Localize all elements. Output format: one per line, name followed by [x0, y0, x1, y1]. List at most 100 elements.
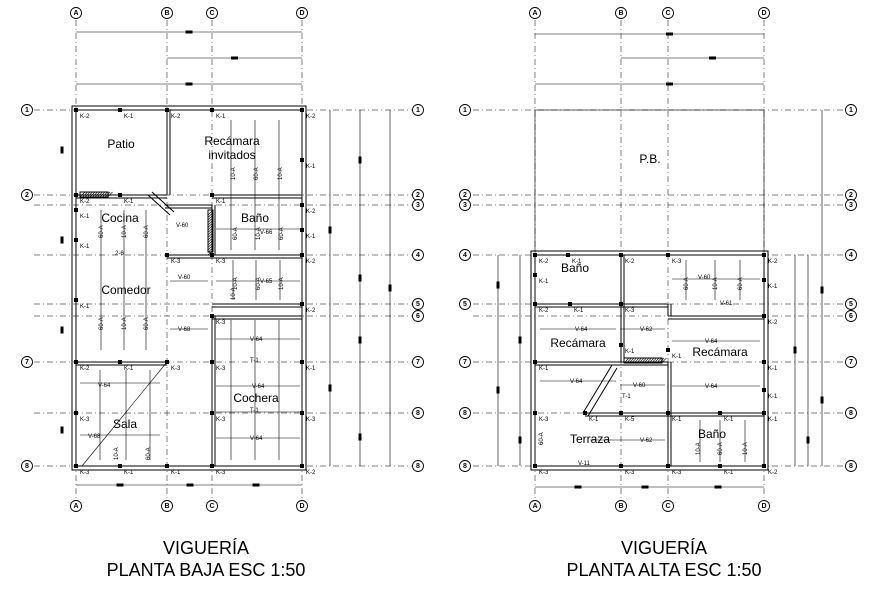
axis-bubble-circle: [412, 356, 424, 368]
hatch-stroke: [207, 212, 214, 218]
axis-bubble: C: [662, 500, 674, 512]
axis-bubble-label: 2: [463, 192, 467, 199]
dimension-tick: [496, 386, 500, 394]
room-label-bano: Baño: [241, 211, 269, 225]
axis-bubble-label: 7: [463, 359, 467, 366]
column-mark: [165, 108, 169, 112]
axis-bubble: 2: [412, 189, 424, 201]
beam-label: V-64: [98, 383, 111, 389]
hatch-stroke: [661, 357, 667, 364]
axis-bubble-label: 2: [25, 192, 29, 199]
axis-bubble-label: A: [532, 10, 537, 17]
stair-line: [582, 364, 613, 414]
column-mark: [210, 314, 214, 318]
outer-wall-inner: [75, 109, 303, 467]
joist-label: 10-A: [713, 277, 719, 290]
column-mark: [300, 464, 304, 468]
column-label: K-1: [306, 164, 316, 170]
axis-bubble-circle: [412, 249, 424, 261]
hatch-stroke: [89, 191, 96, 198]
joist-label: 60-A: [254, 167, 260, 180]
axis-bubble-label: 5: [849, 301, 853, 308]
hatch-stroke: [656, 357, 662, 364]
dimension-tick: [358, 433, 362, 441]
hatch-stroke: [651, 357, 657, 364]
dimension-tick: [806, 436, 810, 444]
column-mark: [300, 108, 304, 112]
beam-label: V-64: [705, 339, 718, 345]
joist-label: 60-A: [144, 317, 150, 330]
beam-label: T-1: [250, 358, 259, 364]
axis-bubble: 3: [459, 199, 471, 211]
column-mark: [762, 388, 766, 392]
room-label-bano: Baño: [561, 261, 589, 275]
axis-bubble: 7: [412, 356, 424, 368]
hatch-stroke: [99, 191, 106, 198]
column-mark: [300, 228, 304, 232]
column-mark: [619, 302, 623, 306]
hatched-wall: [79, 191, 113, 198]
axis-bubble-label: C: [665, 10, 670, 17]
hatch-stroke: [207, 237, 214, 243]
axis-bubble-label: 4: [416, 252, 420, 259]
axis-bubble: 8: [21, 460, 33, 472]
column-label: K-3: [539, 417, 549, 423]
hatch-stroke: [638, 357, 645, 364]
axis-bubble-circle: [206, 7, 218, 19]
joist-label: 10-A: [256, 227, 262, 240]
axis-bubble: 8: [845, 407, 857, 419]
column-label: K-1: [574, 308, 584, 314]
column-label: K-1: [124, 114, 134, 120]
column-label: K-1: [589, 417, 599, 423]
column-mark: [74, 108, 78, 112]
column-mark: [210, 464, 214, 468]
column-mark: [533, 464, 537, 468]
axis-bubble-circle: [296, 7, 308, 19]
dimension-tick: [185, 82, 193, 86]
joist-label: 10-A: [278, 167, 284, 180]
axis-bubble-label: A: [532, 503, 537, 510]
column-mark: [300, 302, 304, 306]
column-mark: [666, 253, 670, 257]
column-mark: [300, 253, 304, 257]
hatch-stroke: [623, 357, 630, 364]
axis-bubble: 7: [21, 356, 33, 368]
hatched-wall: [207, 209, 214, 256]
hatch-stroke: [79, 191, 86, 198]
axis-bubble-circle: [206, 500, 218, 512]
stair-line: [151, 191, 175, 213]
column-label: K-1: [768, 366, 778, 372]
hatch-stroke: [207, 219, 214, 226]
hatch-stroke: [207, 217, 214, 223]
column-mark: [533, 411, 537, 415]
axis-bubble: 5: [845, 298, 857, 310]
beam-label: V-62: [640, 438, 653, 444]
axis-bubble-circle: [758, 7, 770, 19]
axis-bubble-circle: [845, 249, 857, 261]
joist-label: 60-A: [256, 277, 262, 290]
axis-bubble-label: 8: [416, 463, 420, 470]
axis-bubble: 8: [459, 407, 471, 419]
column-mark: [74, 411, 78, 415]
beam-label: V-11: [578, 461, 591, 467]
column-label: K-1: [539, 279, 549, 285]
axis-bubble-circle: [459, 356, 471, 368]
column-label: K-2: [306, 114, 316, 120]
column-label: K-1: [171, 470, 181, 476]
room-label-bano-2: Baño: [698, 427, 726, 441]
axis-bubble-label: A: [73, 10, 78, 17]
joist-label: 60-A: [144, 225, 150, 238]
axis-bubble-label: 3: [463, 202, 467, 209]
hatch-stroke: [646, 357, 652, 364]
column-mark: [74, 193, 78, 197]
column-label: K-5: [625, 417, 635, 423]
axis-bubble-label: 8: [463, 410, 467, 417]
beam-label: V-68: [178, 327, 191, 333]
hatch-stroke: [94, 191, 101, 198]
axis-bubble-label: B: [164, 10, 169, 17]
beam-label: V-60: [176, 223, 189, 229]
hatch-stroke: [207, 244, 214, 251]
axis-bubble-label: 2: [416, 192, 420, 199]
